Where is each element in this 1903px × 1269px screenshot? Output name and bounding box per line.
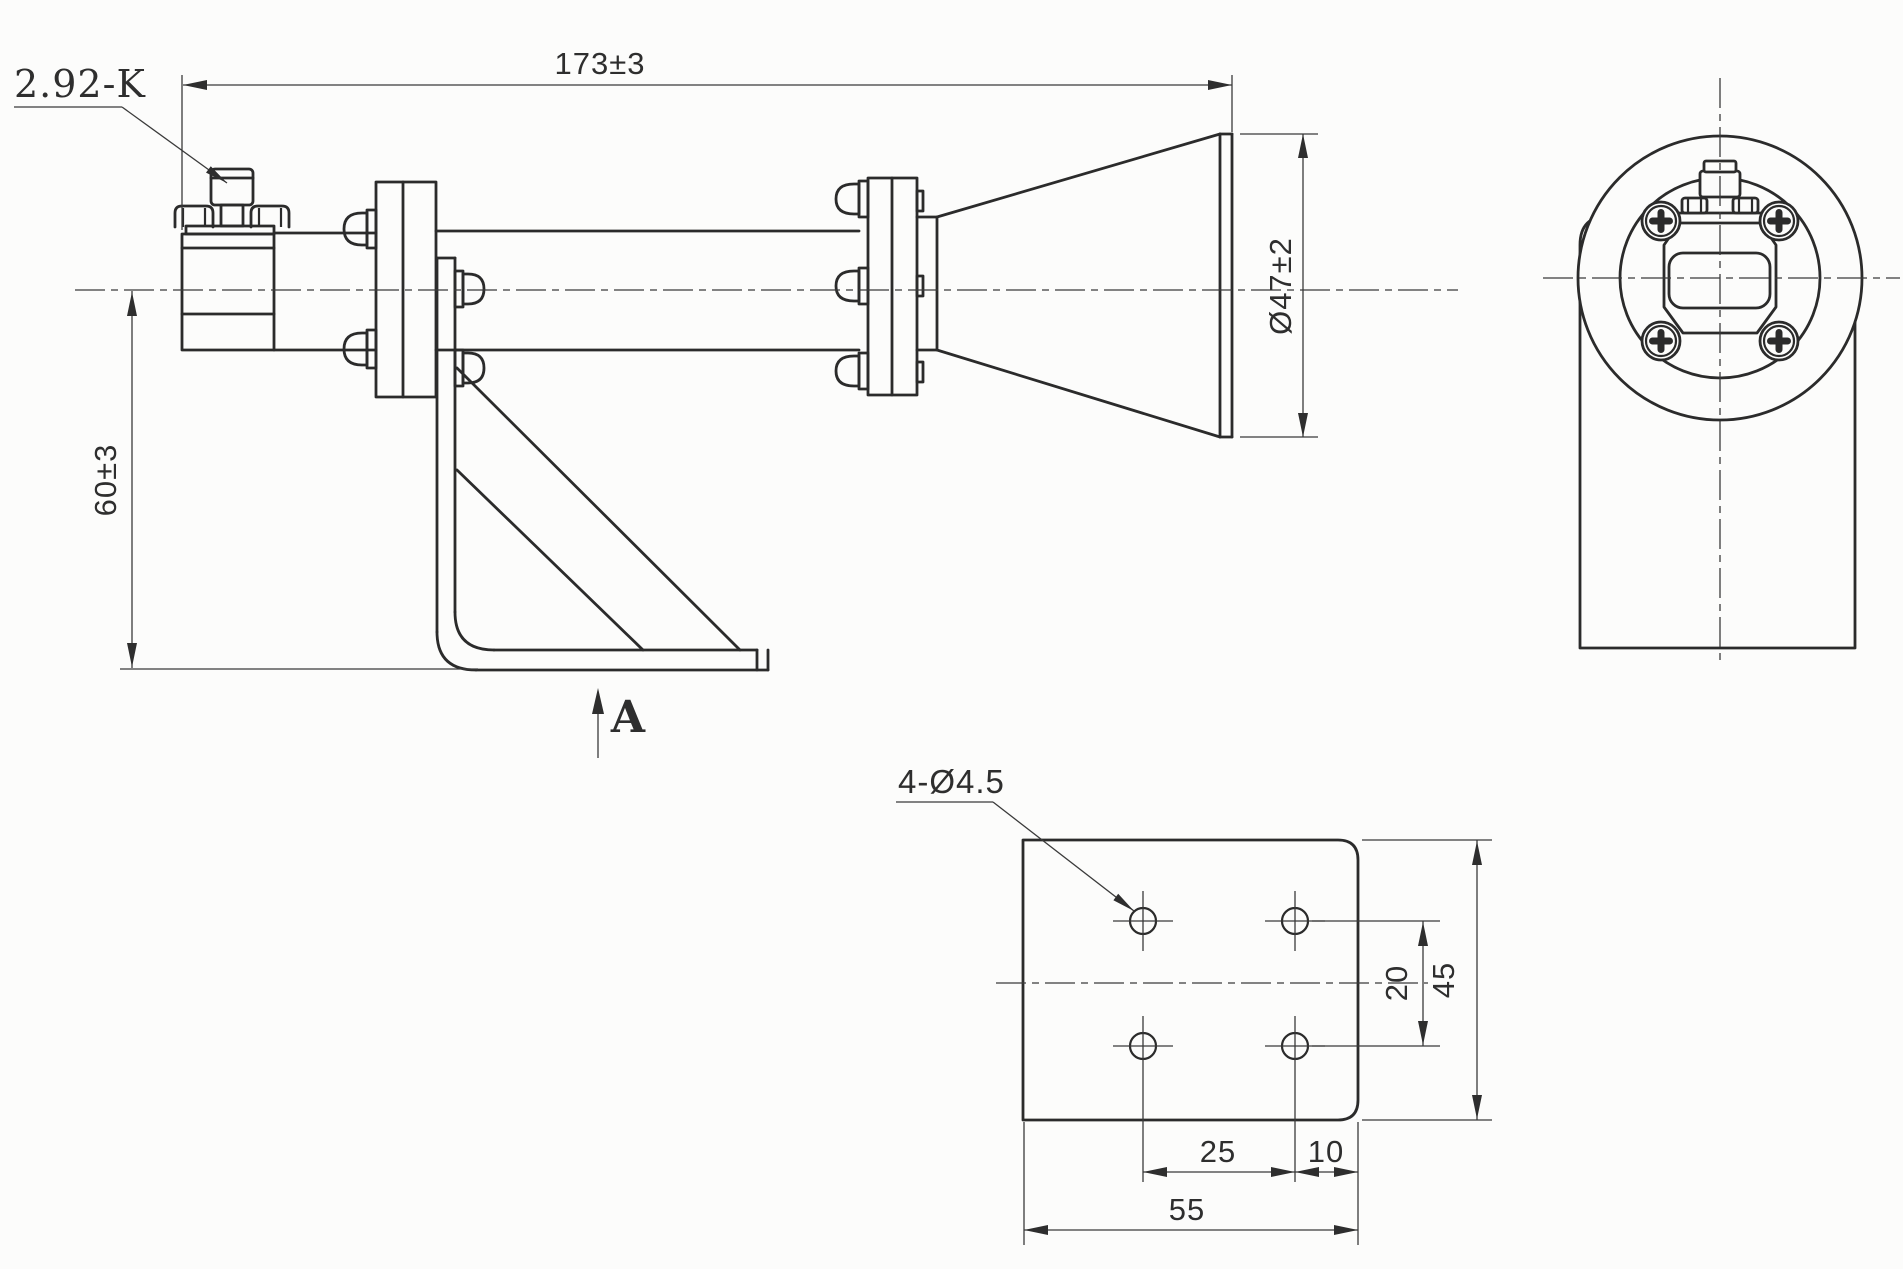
- hole-crosshairs: [1113, 891, 1325, 1047]
- dimensions: 173±3 Ø47±2 60±3 A 2.92-K: [14, 46, 1492, 1245]
- flange1-bolt-bottom: [342, 328, 378, 370]
- side-view: [173, 132, 1234, 672]
- bracket-gusset: [455, 366, 742, 652]
- waveguide-tube-2: [434, 229, 861, 352]
- dim-aperture-diameter-text: Ø47±2: [1263, 237, 1298, 335]
- flange1-bolt-top: [342, 208, 378, 250]
- centerlines: [75, 78, 1900, 984]
- bottom-view-a: [1021, 838, 1360, 1122]
- flange2-bolt-bottom: [834, 351, 870, 391]
- callout-holes: 4-Ø4.5: [896, 763, 1135, 912]
- flange2-bolt-top: [834, 179, 870, 219]
- dim-hole-col-spacing: 25 10: [1142, 1016, 1359, 1245]
- dim-hole-col-spacing-text: 25: [1200, 1134, 1236, 1169]
- screw-bottom-right: [1758, 320, 1800, 362]
- dim-hole-row-spacing-text: 20: [1379, 965, 1414, 1001]
- dim-aperture-diameter: Ø47±2: [1240, 133, 1318, 438]
- waveguide-tube-1: [272, 231, 378, 352]
- view-label-a: A: [610, 692, 646, 743]
- dim-overall-length-text: 173±3: [555, 46, 646, 81]
- screw-top-left: [1640, 200, 1682, 242]
- dim-plate-width: 45: [1362, 839, 1492, 1121]
- flange-pair-2: [834, 176, 925, 397]
- dim-plate-length: 55: [1023, 1122, 1358, 1245]
- dim-overall-length: 173±3: [181, 46, 1233, 230]
- dim-hole-row-spacing: 20: [1312, 920, 1440, 1047]
- view-arrow-a: A: [592, 688, 646, 758]
- callout-connector: 2.92-K: [14, 62, 228, 184]
- bracket-screw-low: [453, 348, 486, 388]
- connector-type-text: 2.92-K: [14, 62, 146, 106]
- foot-plate: [1021, 838, 1360, 1122]
- dim-hole-edge-distance-text: 10: [1308, 1134, 1344, 1169]
- dim-plate-width-text: 45: [1426, 962, 1461, 998]
- bracket-screw-mid: [453, 269, 486, 309]
- screw-bottom-left: [1640, 320, 1682, 362]
- hole-callout-text: 4-Ø4.5: [898, 763, 1005, 800]
- dim-axis-height-text: 60±3: [88, 444, 123, 517]
- mounting-bracket: [435, 256, 770, 672]
- coax-connector: [173, 167, 291, 236]
- dim-plate-length-text: 55: [1169, 1192, 1205, 1227]
- launcher-block: [180, 232, 276, 352]
- horn-cone: [915, 132, 1234, 439]
- flange2-bolt-mid: [834, 266, 870, 306]
- dim-axis-height: 60±3: [88, 291, 478, 670]
- horn-mouth-rim: [1218, 132, 1234, 439]
- flange-screws: [1640, 200, 1800, 362]
- screw-top-right: [1758, 200, 1800, 242]
